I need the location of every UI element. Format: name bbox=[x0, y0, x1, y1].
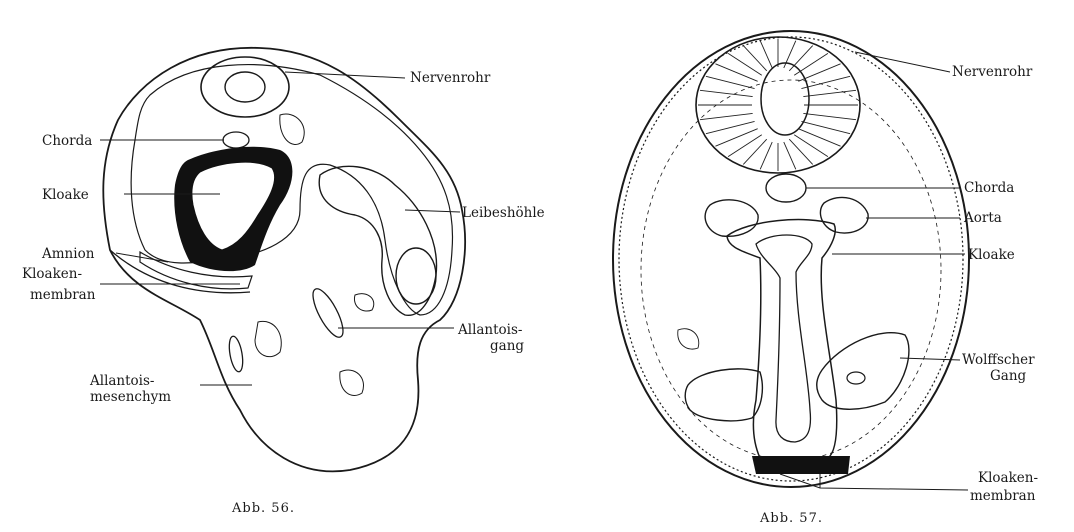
kloakenmembran-57 bbox=[752, 456, 850, 474]
mesenchym-space-1 bbox=[255, 321, 281, 356]
label-chorda-56: Chorda bbox=[42, 133, 92, 149]
embryo-57-outline bbox=[613, 31, 969, 487]
chorda-56 bbox=[223, 132, 249, 148]
nervenrohr-56 bbox=[201, 57, 289, 117]
nervenrohr-radial-line bbox=[784, 142, 796, 169]
label-wolffscher-1: Wolffscher bbox=[962, 352, 1035, 368]
chorda-57 bbox=[766, 174, 806, 202]
kloake-57-lumen bbox=[756, 235, 812, 442]
mesenchym-space-57 bbox=[678, 329, 699, 349]
nervenrohr-radial-line bbox=[728, 53, 762, 75]
nervenrohr-radial-line bbox=[706, 76, 755, 88]
label-kloakenmembran-57-2: membran bbox=[970, 488, 1036, 504]
nervenrohr-radial-line bbox=[798, 129, 840, 146]
nervenrohr-radial-line bbox=[789, 139, 812, 164]
aorta-right bbox=[820, 197, 868, 233]
label-allantoismesenchym-1: Allantois- bbox=[89, 373, 155, 389]
label-chorda-57: Chorda bbox=[964, 180, 1014, 196]
aorta-left bbox=[705, 200, 758, 237]
embryo-56-outline bbox=[103, 48, 465, 472]
label-kloakenmembran-57-1: Kloaken- bbox=[978, 470, 1038, 486]
leibeshoehle-cavity bbox=[319, 166, 436, 315]
figure-abb-57: Nervenrohr Chorda Aorta Kloake Wolffsche… bbox=[613, 31, 1038, 526]
nervenrohr-56-lumen bbox=[225, 72, 265, 102]
label-nervenrohr-56: Nervenrohr bbox=[410, 70, 491, 86]
nervenrohr-radial-line bbox=[743, 46, 766, 71]
small-vessel-left bbox=[227, 335, 245, 373]
kloake-57-wall bbox=[727, 220, 837, 463]
nervenrohr-radial-line bbox=[760, 142, 772, 169]
mesenchym-space-3 bbox=[354, 294, 373, 311]
label-aorta: Aorta bbox=[963, 210, 1002, 226]
nervenrohr-radial-line bbox=[728, 135, 762, 157]
embryo-57-inner-border bbox=[619, 37, 963, 481]
label-nervenrohr-57: Nervenrohr bbox=[952, 64, 1033, 80]
label-wolffscher-2: Gang bbox=[990, 368, 1027, 384]
nervenrohr-radial-line bbox=[743, 139, 766, 164]
nervenrohr-radial-line bbox=[789, 46, 812, 71]
label-kloake-56: Kloake bbox=[42, 187, 89, 203]
label-allantoismesenchym-2: mesenchym bbox=[90, 389, 171, 405]
nervenrohr-radial-line bbox=[715, 64, 757, 81]
label-kloakenmembran-56-2: membran bbox=[30, 287, 96, 303]
mesenchym-space-4 bbox=[280, 114, 304, 144]
nervenrohr-radial-line bbox=[706, 121, 755, 133]
nervenrohr-radial-line bbox=[801, 121, 850, 133]
label-allantoisgang-2: gang bbox=[490, 338, 524, 354]
label-allantoisgang-1: Allantois- bbox=[457, 322, 523, 338]
nervenrohr-radial-line bbox=[794, 135, 828, 157]
wolffscher-gang-right bbox=[817, 333, 909, 410]
allantoisgang-duct bbox=[307, 285, 348, 341]
nervenrohr-radial-line bbox=[803, 113, 856, 119]
nervenrohr-radial-line bbox=[760, 41, 772, 68]
nervenrohr-radial-line bbox=[801, 76, 850, 88]
label-amnion: Amnion bbox=[41, 246, 95, 262]
wolffscher-gang-lumen bbox=[847, 372, 865, 384]
nervenrohr-radial-line bbox=[700, 90, 753, 96]
nervenrohr-radial-line bbox=[715, 129, 757, 146]
caption-abb-56: Abb. 56. bbox=[231, 501, 295, 516]
label-kloakenmembran-56-1: Kloaken- bbox=[22, 266, 82, 282]
leibeshoehle-inner bbox=[396, 248, 436, 304]
wolffscher-gang-left bbox=[685, 369, 762, 421]
figure-abb-56: Nervenrohr Chorda Kloake Leibeshöhle Amn… bbox=[22, 48, 545, 516]
nervenrohr-57-radials bbox=[698, 39, 858, 171]
nervenrohr-57-lumen bbox=[761, 63, 809, 135]
nervenrohr-radial-line bbox=[794, 53, 828, 75]
caption-abb-57: Abb. 57. bbox=[759, 511, 823, 526]
nervenrohr-radial-line bbox=[803, 90, 856, 96]
mesenchym-space-2 bbox=[340, 370, 364, 395]
label-leibeshoehle: Leibeshöhle bbox=[462, 205, 545, 221]
label-kloake-57: Kloake bbox=[968, 247, 1015, 263]
nervenrohr-radial-line bbox=[700, 113, 753, 119]
